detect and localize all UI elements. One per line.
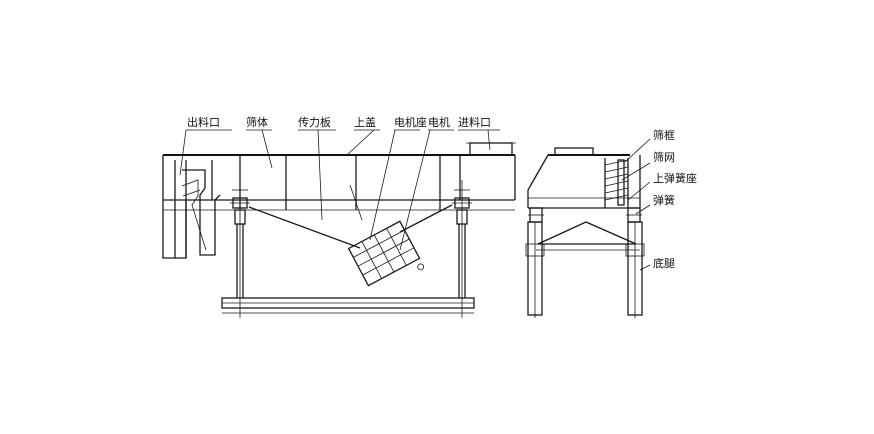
label-motor-base: 电机座 (394, 115, 427, 129)
left-support (230, 180, 250, 318)
label-motor: 电机 (428, 115, 450, 129)
label-outlet: 出料口 (187, 115, 220, 129)
end-leaders (621, 138, 651, 271)
label-screen-mesh: 筛网 (653, 150, 675, 164)
side-leaders (179, 129, 500, 251)
screen-body-box (162, 154, 516, 211)
inlet-port (466, 142, 516, 156)
side-view (162, 129, 516, 318)
end-springs (528, 207, 642, 223)
label-inlet: 进料口 (458, 115, 491, 129)
end-legs (525, 221, 645, 318)
label-screen-frame: 筛框 (653, 128, 675, 142)
label-spring: 弹簧 (653, 193, 675, 207)
end-screen-frame (604, 158, 629, 208)
label-screen-body: 筛体 (246, 115, 268, 129)
outlet-chute (162, 160, 221, 259)
end-body (527, 147, 641, 209)
label-base-leg: 底腿 (653, 256, 675, 270)
label-upper-spring-seat: 上弹簧座 (653, 171, 697, 185)
right-support (452, 180, 472, 318)
motor-assembly (347, 220, 425, 287)
force-plate (248, 204, 453, 249)
base-beam (221, 297, 475, 314)
label-force-plate: 传力板 (298, 115, 331, 129)
end-view (525, 138, 651, 318)
label-top-cover: 上盖 (354, 115, 376, 129)
end-force-plate (536, 221, 640, 251)
